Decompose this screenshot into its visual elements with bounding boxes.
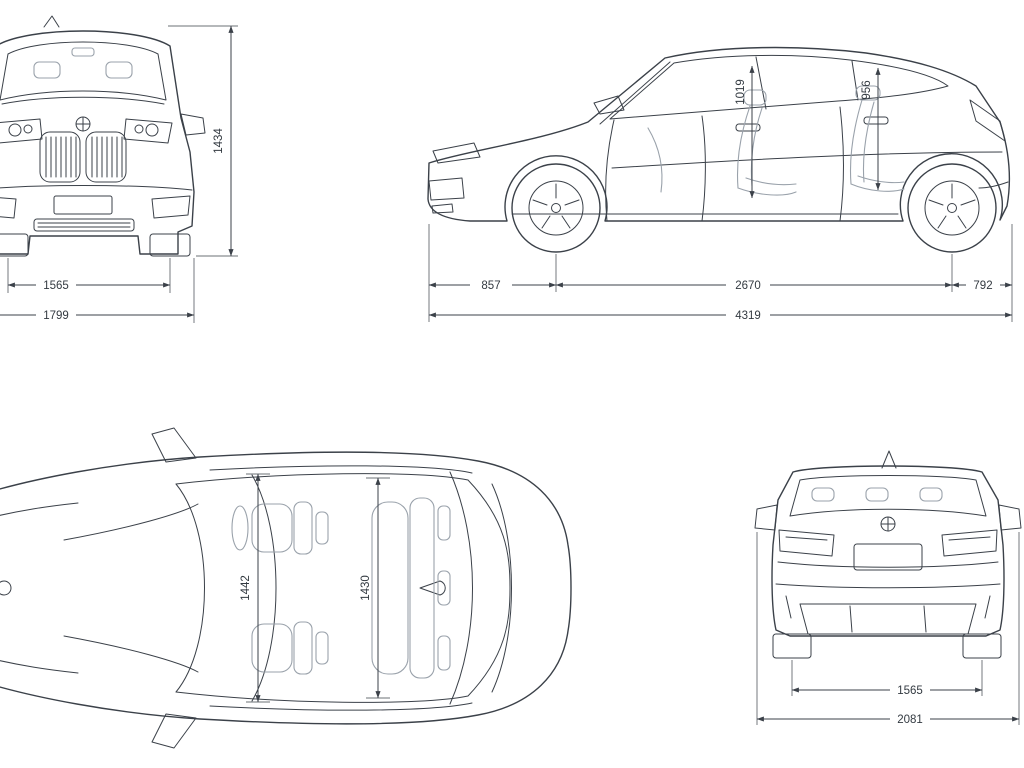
rear-dim-width-mirrors: 2081 [756, 532, 1020, 726]
length-label: 4319 [735, 310, 761, 322]
side-dim-interior-height-rear: 956 [861, 67, 881, 191]
roof-antenna-fin-icon [419, 580, 446, 596]
rear-window [789, 475, 987, 517]
front-dim-width: 1799 [0, 258, 195, 323]
side-headlight [432, 142, 481, 164]
glasshouse-outline [175, 473, 511, 703]
top-bumper-lines [0, 502, 79, 674]
brand-roundel-icon [75, 116, 91, 132]
side-body-outline [427, 46, 1011, 222]
side-a-pillar [599, 61, 671, 125]
side-b-pillar [755, 56, 859, 110]
side-door-seams [605, 106, 844, 222]
rear-interior-headrests [811, 487, 943, 502]
top-dim-interior-width-rear: 1430 [360, 477, 390, 699]
top-interior-seats [231, 497, 451, 679]
top-view: 1442 1430 [0, 427, 572, 749]
side-dim-rows: 857 2670 792 4319 [428, 224, 1013, 322]
rear-wheel-left [772, 633, 812, 659]
hood-roundel-icon [0, 580, 12, 596]
front-wheel [511, 163, 601, 253]
rear-wheel [907, 163, 997, 253]
side-glasshouse [609, 54, 949, 120]
rear-wheel-right [962, 633, 1002, 659]
side-taillight [969, 99, 1006, 142]
top-dim-interior-width-front: 1442 [240, 473, 270, 703]
front-view: 1434 1565 1799 [0, 15, 238, 323]
side-interior-seats [647, 85, 905, 196]
wheelbase-label: 2670 [735, 280, 761, 292]
rear-overhang-label: 792 [973, 280, 992, 292]
rear-dim-track: 1565 [791, 660, 983, 697]
front-windshield [0, 41, 167, 101]
top-view-drawing [0, 427, 572, 749]
front-dim-track: 1565 [7, 258, 171, 293]
front-dim-height: 1434 [168, 25, 238, 257]
license-plate-recess [853, 543, 923, 571]
hatch-seam [777, 561, 999, 568]
cowl-arc [175, 483, 205, 693]
rear-window-base-arc [491, 483, 512, 693]
front-overhang-label: 857 [481, 280, 500, 292]
front-track-label: 1565 [43, 280, 69, 292]
side-view: 1019 956 857 2670 792 4319 [427, 46, 1013, 322]
rear-bumper-line [775, 583, 1001, 589]
front-height-label: 1434 [213, 128, 225, 154]
rear-roundel-icon [880, 516, 896, 532]
door-handle-front [735, 123, 761, 132]
rear-mirrors [754, 504, 1022, 531]
front-width-label: 1799 [43, 310, 69, 322]
front-interior-headrests [33, 47, 133, 79]
side-character-line [611, 151, 1003, 169]
front-bumper [0, 185, 193, 232]
rear-width-mirrors-label: 2081 [897, 714, 923, 726]
roof-rear-arc [449, 471, 473, 705]
front-cowl-line [1, 96, 165, 105]
front-headlights [0, 118, 173, 144]
kidney-grille [39, 131, 127, 183]
rear-diffuser [799, 603, 977, 635]
roof-antenna-icon [43, 15, 60, 28]
rear-view-drawing [754, 450, 1022, 659]
side-rear-bumper-line [978, 181, 1009, 189]
front-mirror-right [180, 113, 206, 136]
rear-antenna-fin-icon [881, 450, 897, 469]
side-mirror [593, 95, 625, 115]
door-handle-rear [863, 116, 889, 125]
side-dim-interior-height-front: 1019 [735, 65, 755, 199]
interior-width-front-label: 1442 [240, 575, 252, 601]
front-wheels [0, 233, 191, 257]
front-view-drawing [0, 15, 206, 257]
interior-width-rear-label: 1430 [360, 575, 372, 601]
rear-body-outline [771, 465, 1005, 637]
hood-creases [63, 503, 199, 673]
top-mirrors [151, 427, 197, 749]
side-bumper-intake [428, 177, 465, 214]
rear-track-label: 1565 [897, 685, 923, 697]
front-body-outline [0, 30, 195, 255]
top-body-outline [0, 451, 572, 725]
taillight-details [785, 536, 991, 541]
rear-view: 1565 2081 [754, 450, 1022, 726]
side-view-drawing [427, 46, 1011, 253]
taillights [778, 529, 998, 557]
rear-reflectors [785, 595, 991, 619]
roof-front-arc [251, 474, 277, 702]
interior-height-rear-label: 956 [861, 80, 873, 99]
side-accent-lines [209, 465, 473, 711]
interior-height-front-label: 1019 [735, 79, 747, 105]
